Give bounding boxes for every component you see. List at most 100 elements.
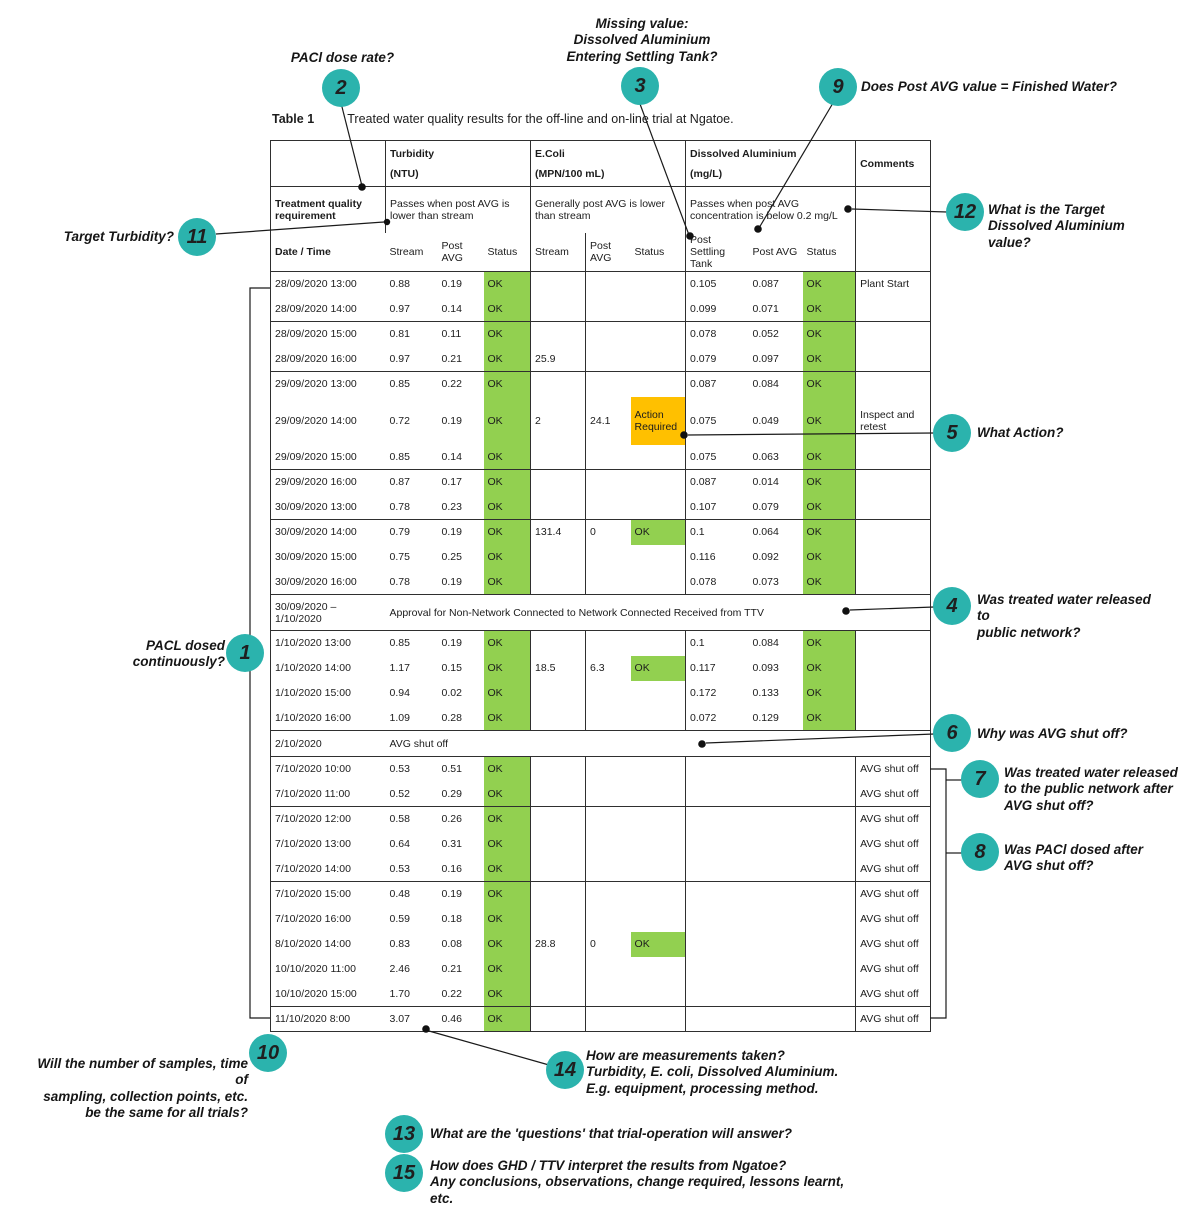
cell-da-post-avg [749, 807, 803, 832]
cell-ecoli-post-avg [585, 705, 631, 731]
cell-ecoli-status [630, 680, 687, 706]
cell-date: 7/10/2020 14:00 [270, 856, 386, 882]
cell-turb-status: OK [483, 881, 532, 907]
cell-da-post-avg: 0.079 [748, 494, 803, 520]
bubble-number: 3 [634, 74, 646, 97]
annotation-bubble-3: 3 [621, 67, 659, 105]
cell-turb-status: OK [483, 956, 532, 982]
col-da-status: Status [802, 232, 857, 272]
cell-turb-stream: 0.78 [385, 569, 438, 595]
cell-comment: AVG shut off [860, 1013, 919, 1025]
cell-ecoli-status [630, 346, 687, 372]
cell-da-post-settling-tank: 0.075 [685, 444, 749, 470]
cell-date: 28/09/2020 14:00 [270, 296, 386, 322]
group-header-blank [270, 140, 386, 187]
bubble-number: 15 [392, 1161, 416, 1184]
requirement-ecoli: Generally post AVG is lower than stream [530, 186, 687, 233]
cell-comment [856, 322, 931, 347]
cell-turb-post-avg: 0.19 [441, 888, 462, 901]
cell-turb-stream: 0.52 [385, 781, 438, 807]
cell-date: 28/09/2020 13:00 [275, 278, 357, 291]
annotation-bubble-4: 4 [933, 587, 971, 625]
cell-comment: AVG shut off [860, 813, 919, 826]
cell-turb-stream: 0.48 [389, 888, 410, 901]
cell-turb-status: OK [483, 655, 532, 681]
cell-da-post-settling-tank [686, 757, 749, 782]
col-da-post-avg: Post AVG [748, 232, 803, 272]
cell-ecoli-post-avg [586, 322, 631, 347]
cell-ecoli-stream [530, 630, 587, 656]
bubble-number: 12 [953, 200, 977, 223]
cell-comment: AVG shut off [860, 763, 919, 776]
cell-date: 29/09/2020 15:00 [270, 444, 386, 470]
cell-date: 30/09/2020 13:00 [270, 494, 386, 520]
col-turb-stream: Stream [385, 232, 438, 272]
cell-comment [855, 569, 931, 595]
cell-date: 7/10/2020 12:00 [275, 813, 351, 826]
group-header-ecoli: E.Coli (MPN/100 mL) [530, 140, 687, 187]
cell-turb-post-avg: 0.16 [437, 856, 484, 882]
cell-ecoli-stream [530, 781, 587, 807]
cell-comment: AVG shut off [855, 856, 931, 882]
cell-da-post-avg: 0.084 [752, 637, 779, 650]
cell-ecoli-status [630, 705, 687, 731]
cell-da-post-avg: 0.084 [752, 378, 779, 391]
cell-ecoli-post-avg [586, 631, 631, 656]
cell-da-post-settling-tank: 0.107 [685, 494, 749, 520]
requirement-row: Treatment quality requirement Passes whe… [270, 186, 931, 233]
cell-da-post-avg: 0.052 [752, 328, 779, 341]
cell-turb-status: OK [483, 806, 532, 832]
cell-ecoli-stream: 2 [530, 396, 587, 445]
cell-comment [856, 520, 931, 545]
cell-da-status [802, 881, 857, 907]
cell-da-post-settling-tank [686, 882, 749, 907]
col-ecoli-post-avg: Post AVG [585, 232, 631, 272]
cell-da-status [802, 781, 857, 807]
cell-da-post-avg: 0.087 [752, 278, 779, 291]
cell-ecoli-post-avg: 0 [590, 526, 596, 539]
cell-turb-stream: 0.78 [385, 494, 438, 520]
annotation-bubble-10: 10 [249, 1034, 287, 1072]
cell-ecoli-status [630, 569, 687, 595]
cell-turb-post-avg: 0.31 [441, 838, 462, 850]
cell-comment: AVG shut off [855, 981, 931, 1007]
cell-da-status: OK [802, 444, 857, 470]
cell-comment [856, 631, 931, 656]
cell-turb-post-avg: 0.28 [437, 705, 484, 731]
cell-comment: AVG shut off [860, 963, 919, 975]
cell-da-post-settling-tank: 0.087 [690, 476, 717, 489]
annotation-text-2: PACl dose rate? [290, 50, 395, 65]
cell-da-post-avg [749, 757, 803, 782]
cell-turb-stream: 1.17 [389, 662, 410, 674]
annotation-bubble-5: 5 [933, 414, 971, 452]
cell-da-post-avg [749, 1007, 803, 1032]
cell-ecoli-post-avg [586, 272, 631, 297]
cell-turb-post-avg: 0.19 [441, 526, 462, 539]
cell-turb-status: OK [483, 781, 532, 807]
annotation-text-3: Missing value: Dissolved Aluminium Enter… [566, 16, 718, 64]
cell-da-post-avg: 0.133 [752, 687, 779, 699]
cell-turb-stream: 0.72 [389, 414, 410, 427]
cell-comment: AVG shut off [860, 888, 919, 901]
cell-da-status: OK [802, 494, 857, 520]
cell-da-post-avg: 0.073 [748, 569, 803, 595]
cell-turb-status: OK [483, 569, 532, 595]
cell-date: 10/10/2020 11:00 [275, 963, 356, 975]
cell-turb-status: OK [483, 906, 532, 932]
cell-turb-status: OK [483, 680, 532, 706]
cell-turb-stream: 0.79 [389, 526, 410, 539]
annotation-bubble-7: 7 [961, 760, 999, 798]
cell-ecoli-status [630, 444, 687, 470]
